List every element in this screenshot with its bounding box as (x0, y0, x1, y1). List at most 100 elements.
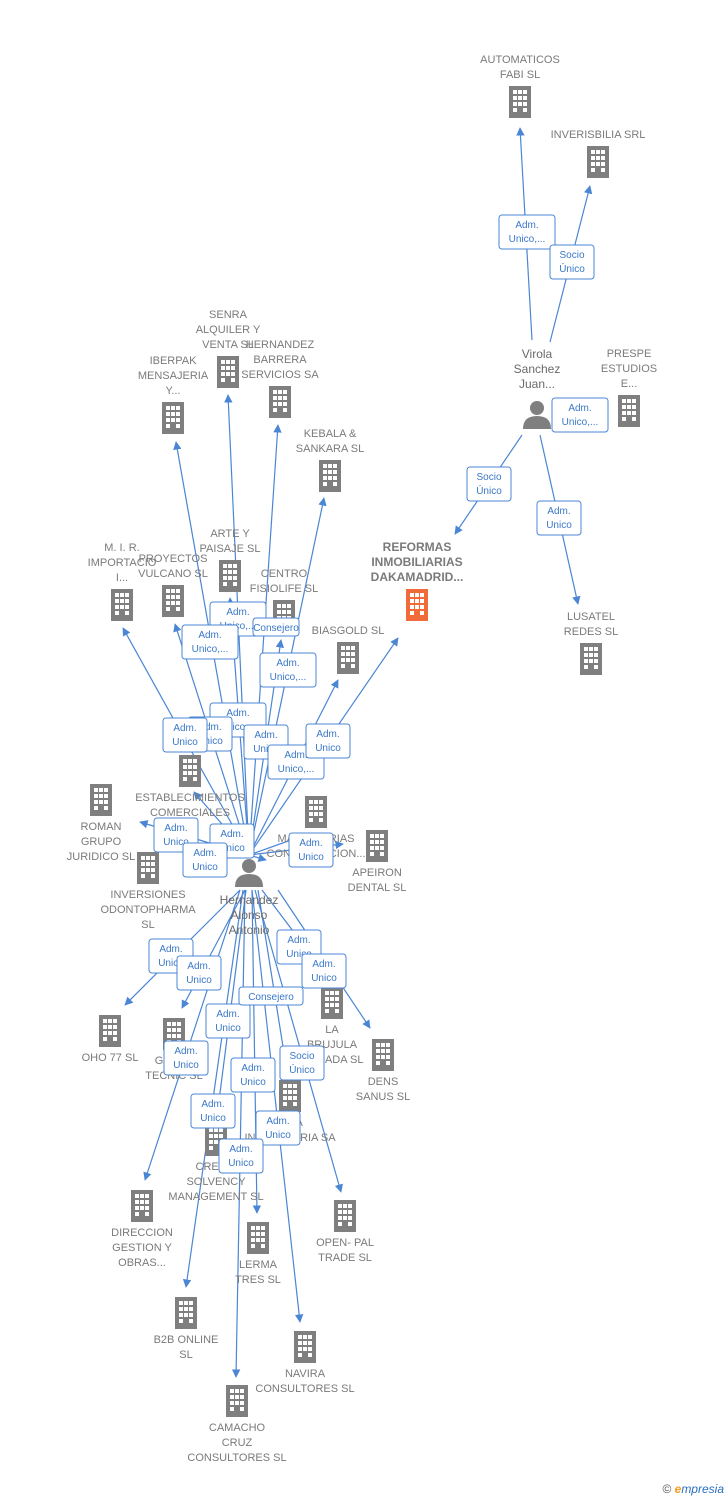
building-icon (269, 386, 291, 418)
company-label: FABI SL (500, 69, 540, 81)
role-label: Unico (163, 837, 189, 848)
role-label: Unico (311, 973, 337, 984)
role-label: Unico (172, 737, 198, 748)
company-label: SENRA (209, 309, 248, 321)
company-node-arte[interactable]: ARTE Y PAISAJE SL (200, 528, 261, 592)
company-node-navira[interactable]: NAVIRA CONSULTORES SL (255, 1331, 355, 1395)
company-node-biasgold[interactable]: BIASGOLD SL (312, 625, 385, 674)
building-icon (279, 1080, 301, 1112)
company-label: INVERSIONES (110, 889, 185, 901)
company-label: SANUS SL (356, 1091, 410, 1103)
role-label: Unico (192, 862, 218, 873)
role-badge[interactable]: Consejero (238, 986, 304, 1006)
role-label: Adm. (164, 823, 187, 834)
role-badge[interactable]: Adm. Unico (301, 953, 347, 989)
role-badge[interactable]: Adm.Unico,... (181, 624, 239, 660)
company-node-iberpak[interactable]: IBERPAKMENSAJERIAY... (138, 355, 209, 434)
building-icon (406, 589, 428, 621)
role-badge[interactable]: Adm.Unico (230, 1057, 276, 1093)
company-node-inverisbilia[interactable]: INVERISBILIA SRL (551, 129, 646, 178)
role-badge[interactable]: Adm.Unico,... (259, 652, 317, 688)
company-label: SL (141, 919, 154, 931)
building-icon (587, 146, 609, 178)
company-label: LA (325, 1024, 339, 1036)
role-label: Adm. (229, 1144, 252, 1155)
person-node-virola[interactable]: VirolaSanchezJuan... (514, 347, 561, 429)
person-label: Virola (522, 347, 553, 361)
company-label: VULCANO SL (138, 568, 208, 580)
role-label: Unico,... (562, 417, 599, 428)
company-label: CONSULTORES SL (255, 1383, 354, 1395)
role-label: Unico,... (192, 644, 229, 655)
role-badge[interactable]: Adm.Unico (176, 955, 222, 991)
role-badge[interactable]: Adm.Unico (163, 1040, 209, 1076)
building-icon (175, 1297, 197, 1329)
company-node-reformas[interactable]: REFORMASINMOBILIARIASDAKAMADRID... (371, 540, 464, 621)
building-icon (247, 1222, 269, 1254)
company-node-dens[interactable]: DENS SANUS SL (356, 1039, 410, 1103)
footer-brand[interactable]: © empresia (662, 1482, 724, 1496)
building-icon (162, 585, 184, 617)
role-badge[interactable]: Adm.Unico (205, 1003, 251, 1039)
role-label: Adm. (312, 959, 335, 970)
company-label: B2B ONLINE (154, 1334, 219, 1346)
role-label: Unico (219, 843, 245, 854)
building-icon (111, 589, 133, 621)
edge-line (182, 889, 244, 1288)
role-badge[interactable]: Adm.Unico,... (498, 214, 556, 250)
building-icon (509, 86, 531, 118)
role-badge[interactable]: Adm.Unico,... (551, 397, 609, 433)
company-label: ESTUDIOS (601, 363, 657, 375)
edge-line (254, 889, 343, 1193)
role-badge[interactable]: Adm.Unico (162, 717, 208, 753)
company-label: DENS (368, 1076, 399, 1088)
company-node-prespe[interactable]: PRESPEESTUDIOSE... (601, 348, 657, 427)
building-icon (372, 1039, 394, 1071)
role-badge[interactable]: Adm.Unico (288, 832, 334, 868)
role-badge[interactable]: Consejero (252, 617, 300, 637)
company-node-kebala[interactable]: KEBALA &SANKARA SL (296, 428, 364, 492)
company-node-oho[interactable]: OHO 77 SL (82, 1015, 139, 1064)
role-label: Unico,... (270, 672, 307, 683)
role-badge[interactable]: Adm.Unico (255, 1110, 301, 1146)
company-label: NAVIRA (285, 1368, 326, 1380)
role-label: Adm. (201, 1099, 224, 1110)
company-label: BIASGOLD SL (312, 625, 385, 637)
person-label: Sanchez (514, 362, 561, 376)
edge-line (248, 424, 282, 856)
company-label: DIRECCION (111, 1227, 173, 1239)
company-label: ARTE Y (210, 528, 250, 540)
role-badge[interactable]: Adm.Unico (305, 723, 351, 759)
role-badge[interactable]: Adm.Unico (218, 1138, 264, 1174)
building-icon (321, 987, 343, 1019)
role-badge[interactable]: Adm.Unico (190, 1093, 236, 1129)
role-badge[interactable]: Adm.Unico (182, 842, 228, 878)
person-label: Juan... (519, 377, 555, 391)
company-label: MANAGEMENT SL (168, 1191, 263, 1203)
company-label: PAISAJE SL (200, 543, 261, 555)
company-node-mir[interactable]: M. I. R.IMPORTACIOI... (88, 542, 157, 621)
role-badge[interactable]: Adm.Unico (536, 500, 582, 536)
company-label: OHO 77 SL (82, 1052, 139, 1064)
brand-name: mpresia (681, 1482, 724, 1496)
person-label: Hernandez (220, 893, 279, 907)
company-label: ROMAN (81, 821, 122, 833)
